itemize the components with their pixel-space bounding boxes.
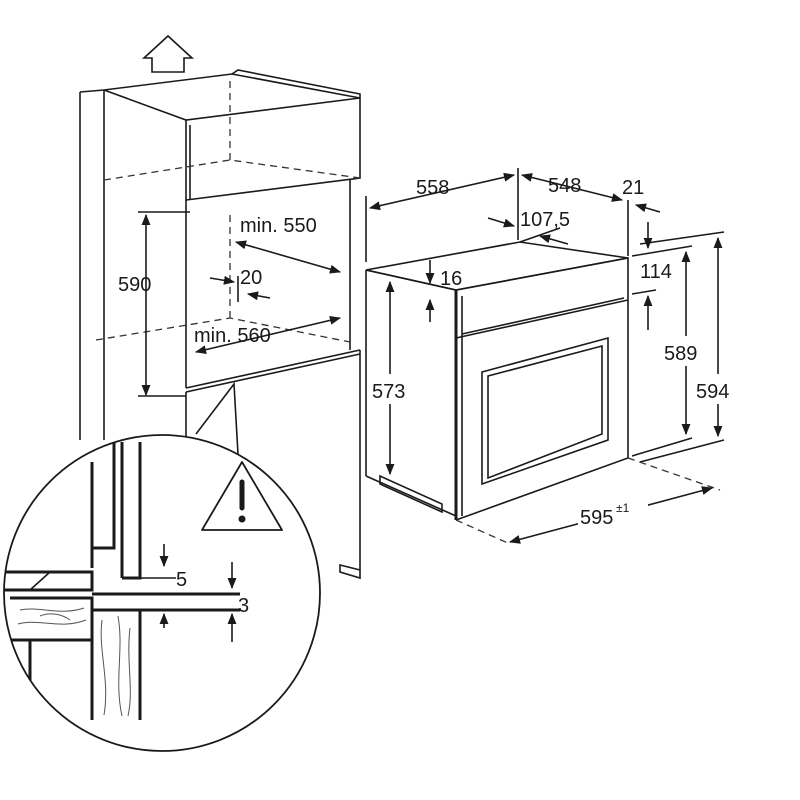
cabinet-width-label: min. 560 — [194, 325, 271, 347]
cabinet-height-dimension: 590 — [118, 211, 190, 397]
cabinet-depth-dimension: min. 550 — [234, 215, 342, 274]
oven-total-depth-label: 558 — [416, 177, 449, 199]
detail-callout-pointer — [195, 381, 239, 455]
rear-offset-label: 107,5 — [520, 209, 570, 231]
top-offset-dimension: 16 — [425, 260, 462, 322]
body-height-dimension: 573 — [370, 280, 418, 476]
detail-gap-bottom-label: 3 — [238, 595, 249, 617]
detail-gap-top-label: 5 — [176, 569, 187, 591]
front-offset-label: 114 — [640, 261, 672, 283]
detail-magnifier: 5 3 — [3, 434, 321, 752]
oven — [365, 227, 629, 521]
cabinet-gap-label: 20 — [240, 267, 262, 289]
front-thickness-label: 21 — [622, 177, 644, 199]
front-height-label: 589 — [664, 343, 697, 365]
warning-triangle-icon — [201, 461, 283, 531]
top-offset-label: 16 — [440, 268, 462, 290]
cabinet-height-label: 590 — [118, 274, 151, 296]
cabinet-gap-dimension: 20 — [209, 267, 271, 302]
oven-body-depth-label: 548 — [548, 175, 581, 197]
front-offset-dimension: 114 — [631, 222, 672, 330]
oven-depth-dimensions: 558 548 21 — [365, 168, 661, 262]
oven-height-dimensions: 589 594 — [631, 231, 742, 463]
cabinet-width-dimension: min. 560 — [194, 315, 342, 355]
front-width-label: 595 — [580, 507, 613, 529]
body-height-label: 573 — [372, 381, 405, 403]
cabinet-depth-label: min. 550 — [240, 215, 317, 237]
total-height-label: 594 — [696, 381, 729, 403]
front-width-tolerance: ±1 — [616, 501, 630, 515]
rear-offset-dimension: 107,5 — [487, 209, 570, 245]
front-width-dimension: 595 ±1 — [455, 457, 721, 545]
up-arrow-icon — [141, 34, 195, 73]
